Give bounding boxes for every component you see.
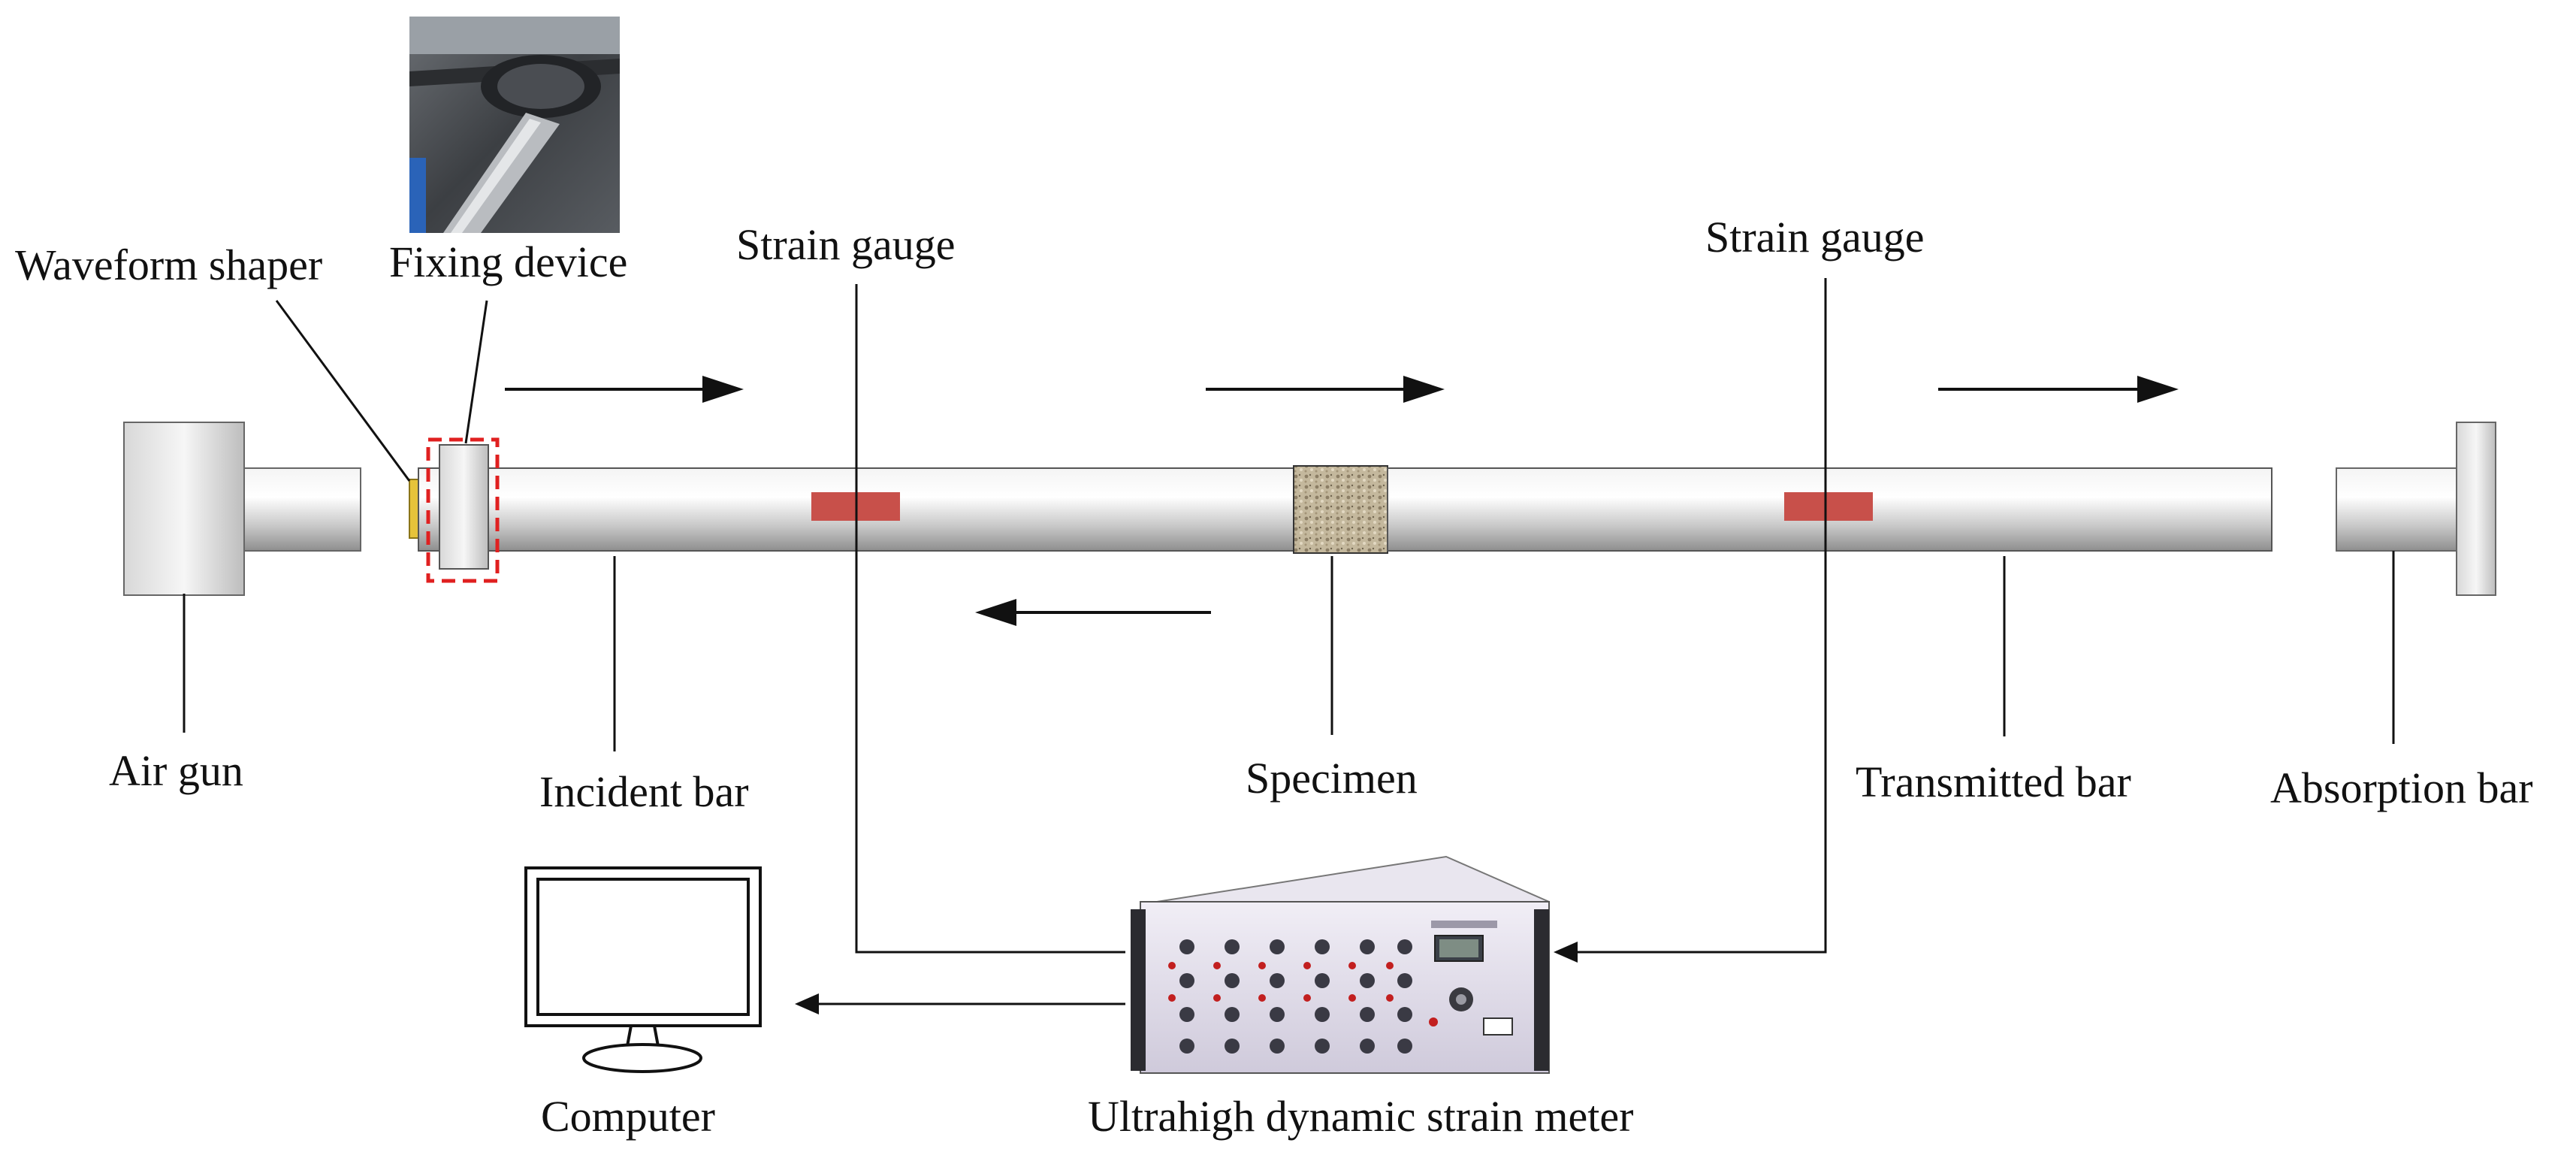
label-strain-gauge-right: Strain gauge [1705, 213, 1925, 262]
arrow-to-computer-tip [795, 993, 819, 1014]
incident-wave-arrow [702, 376, 744, 403]
label-strain-gauge-left: Strain gauge [736, 220, 956, 269]
waveform-shaper [409, 479, 419, 539]
absorption-bar [2336, 422, 2496, 596]
strain-gauge-right [1784, 492, 1873, 521]
label-strain-meter: Ultrahigh dynamic strain meter [1088, 1092, 1633, 1141]
wave-arrows [505, 388, 2145, 614]
transmitted-wave-arrow-1 [1403, 376, 1445, 403]
label-absorption-bar: Absorption bar [2270, 763, 2533, 812]
strain-meter-device [1131, 855, 1550, 1074]
arrow-to-meter-tip [1554, 942, 1578, 963]
label-computer: Computer [541, 1092, 715, 1141]
fixing-device [426, 437, 500, 583]
specimen [1293, 465, 1388, 554]
air-gun [123, 422, 361, 596]
monitor-icon [524, 866, 762, 1073]
reflected-wave-arrow [975, 599, 1016, 626]
label-air-gun: Air gun [109, 746, 243, 795]
label-fixing-device: Fixing device [389, 237, 627, 286]
label-incident-bar: Incident bar [539, 767, 749, 816]
label-specimen: Specimen [1246, 754, 1418, 803]
label-waveform-shaper: Waveform shaper [15, 240, 322, 289]
fixing-device-photo [409, 17, 620, 233]
transmitted-wave-arrow-2 [2137, 376, 2179, 403]
label-transmitted-bar: Transmitted bar [1856, 757, 2131, 806]
signal-wires [799, 278, 1827, 1008]
leader-lines [183, 300, 2395, 751]
